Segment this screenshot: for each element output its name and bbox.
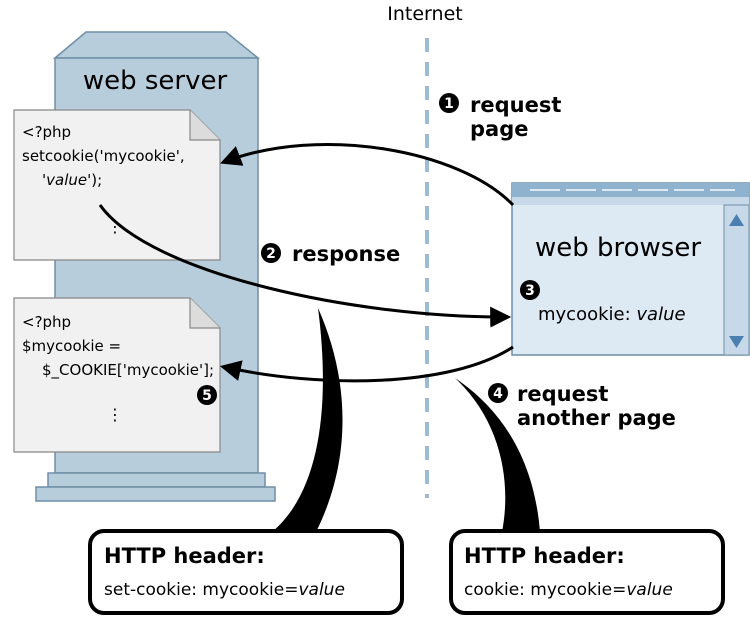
arrow-request-page [220, 142, 515, 207]
callout-right-text: cookie: mycookie=value [464, 580, 673, 600]
step-5-number: 5 [202, 388, 212, 404]
arrow-response [98, 204, 512, 328]
browser-scrollbar[interactable] [723, 204, 750, 356]
server-base-2 [35, 486, 276, 502]
step-1-line1: request [470, 93, 561, 117]
browser-window [511, 182, 750, 356]
doc2-line3: $_COOKIE['mycookie']; [42, 361, 214, 380]
step-4: 4 request another page [488, 382, 676, 430]
doc2-page [13, 297, 221, 453]
browser-cookie: mycookie: value [538, 304, 686, 325]
step-3-badge [520, 280, 540, 300]
step-5-badge [197, 385, 217, 405]
step-2-label: response [292, 242, 400, 266]
step-3: 3 [520, 280, 540, 300]
callout-left-box [88, 529, 404, 615]
step-1: 1 request page [439, 93, 561, 141]
callout-right-box [449, 529, 725, 615]
doc2-fold [189, 298, 220, 329]
server-title: web server [83, 66, 228, 96]
doc1-page [13, 109, 221, 261]
doc2-line2: $mycookie = [22, 337, 121, 355]
doc1-ellipsis: ⋮ [107, 217, 123, 236]
scroll-up-icon[interactable] [729, 214, 744, 226]
step-3-number: 3 [525, 283, 535, 299]
callout-cookie: HTTP header: cookie: mycookie=value [449, 529, 725, 615]
doc2-ellipsis: ⋮ [107, 405, 123, 424]
callout-left-title: HTTP header: [104, 544, 265, 568]
php-doc-setcookie: <?php setcookie('mycookie', 'value'); ⋮ [13, 109, 221, 261]
browser-title: web browser [535, 233, 701, 263]
callout-right-title: HTTP header: [464, 544, 625, 568]
web-browser: web browser mycookie: value [511, 182, 750, 356]
server-base-1 [47, 472, 266, 488]
step-1-line2: page [470, 117, 528, 141]
step-1-badge [439, 93, 459, 113]
doc1-line3: 'value'); [42, 171, 102, 189]
callout-right-pointer [455, 378, 540, 532]
step-2-number: 2 [266, 246, 276, 262]
callout-left-text: set-cookie: mycookie=value [104, 580, 345, 600]
callout-set-cookie: HTTP header: set-cookie: mycookie=value [88, 529, 404, 615]
doc1-line2: setcookie('mycookie', [22, 147, 185, 165]
step-4-line2: another page [517, 406, 676, 430]
arrow-request-another-page [219, 345, 514, 383]
doc1-line1: <?php [22, 123, 71, 141]
server-top [52, 31, 261, 59]
doc2-line1: <?php [22, 313, 71, 331]
step-4-number: 4 [493, 386, 503, 402]
scroll-down-icon[interactable] [729, 336, 744, 348]
step-2: 2 response [261, 242, 400, 266]
browser-toolbar [512, 197, 749, 205]
php-doc-read-cookie: <?php $mycookie = $_COOKIE['mycookie']; … [13, 297, 221, 453]
step-4-line1: request [517, 382, 608, 406]
step-5: 5 [197, 385, 217, 405]
callout-left-pointer [272, 308, 343, 532]
doc1-fold [189, 110, 220, 141]
step-2-badge [261, 243, 281, 263]
internet-label: Internet [387, 3, 462, 25]
step-4-badge [488, 383, 508, 403]
step-1-number: 1 [444, 96, 454, 112]
